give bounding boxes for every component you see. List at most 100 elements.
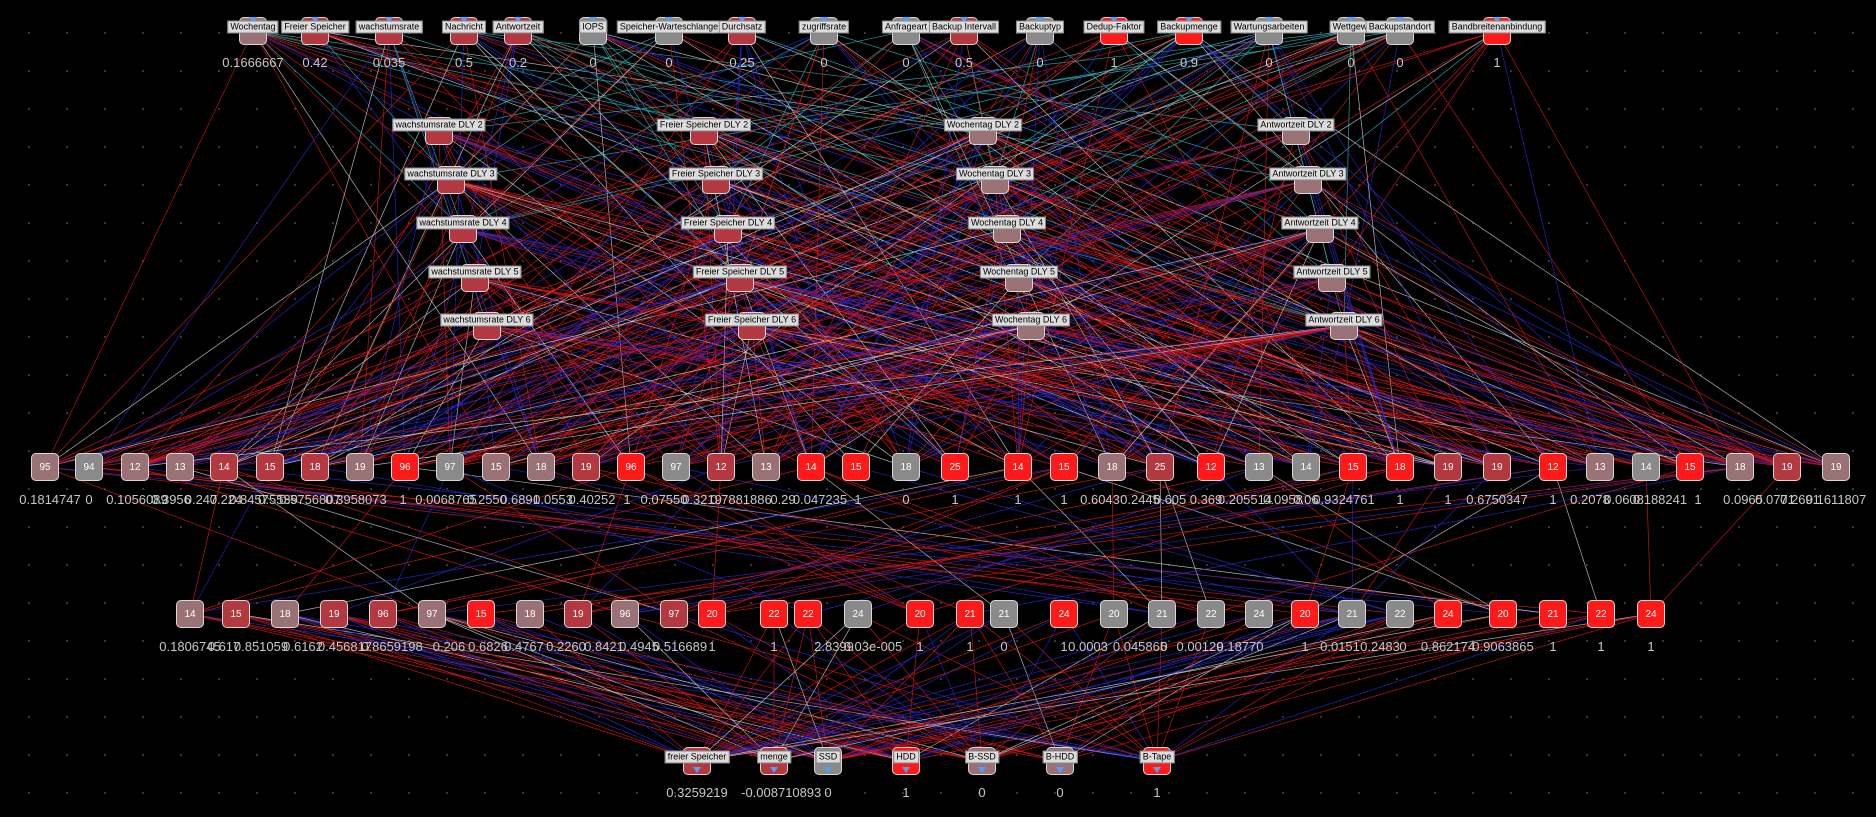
hidden-node-layer2[interactable]: 19 — [564, 600, 592, 628]
connection-edge — [314, 466, 1163, 615]
hidden-node-layer1[interactable]: 97 — [662, 453, 690, 481]
connection-edge — [1331, 277, 1401, 468]
hidden-node-layer1[interactable]: 13 — [752, 453, 780, 481]
hidden-node-layer1[interactable]: 19 — [1773, 453, 1801, 481]
connection-edge — [462, 30, 1352, 230]
hidden-node-layer1[interactable]: 13 — [166, 453, 194, 481]
hidden-node-layer2[interactable]: 96 — [369, 600, 397, 628]
hidden-node-layer1[interactable]: 96 — [617, 453, 645, 481]
hidden-node-value: 1 — [1301, 639, 1309, 654]
hidden-node-layer2[interactable]: 96 — [611, 600, 639, 628]
hidden-node-layer1[interactable]: 15 — [482, 453, 510, 481]
hidden-node-layer1[interactable]: 18 — [1386, 453, 1414, 481]
input-port-icon — [1036, 17, 1044, 23]
connection-edge — [1003, 613, 1158, 762]
connection-edge — [1018, 277, 1837, 468]
hidden-node-layer2[interactable]: 20 — [906, 600, 934, 628]
hidden-node-layer1[interactable]: 25 — [1146, 453, 1174, 481]
connection-edge — [404, 277, 741, 468]
connection-edge — [577, 613, 775, 762]
hidden-node-value: 1 — [951, 492, 959, 507]
hidden-node-layer1[interactable]: 25 — [941, 453, 969, 481]
hidden-node-layer2[interactable]: 97 — [660, 600, 688, 628]
hidden-node-layer2[interactable]: 21 — [1338, 600, 1366, 628]
hidden-node-layer1[interactable]: 15 — [1050, 453, 1078, 481]
hidden-node-layer1[interactable]: 95 — [31, 453, 59, 481]
hidden-node-layer2[interactable]: 22 — [1197, 600, 1225, 628]
connection-edge — [333, 466, 722, 615]
hidden-node-layer2[interactable]: 22 — [1386, 600, 1414, 628]
hidden-node-layer2[interactable]: 15 — [467, 600, 495, 628]
hidden-node-layer1[interactable]: 12 — [707, 453, 735, 481]
hidden-node-layer1[interactable]: 97 — [436, 453, 464, 481]
hidden-node-layer2[interactable]: 21 — [1148, 600, 1176, 628]
hidden-node-layer2[interactable]: 18 — [516, 600, 544, 628]
connection-edge — [1059, 613, 1260, 762]
hidden-node-layer2[interactable]: 21 — [1539, 600, 1567, 628]
hidden-node-layer1[interactable]: 18 — [301, 453, 329, 481]
hidden-node-layer1[interactable]: 14 — [210, 453, 238, 481]
hidden-node-layer2[interactable]: 24 — [1637, 600, 1665, 628]
hidden-node-layer1[interactable]: 13 — [1245, 453, 1273, 481]
hidden-node-layer2[interactable]: 22 — [760, 600, 788, 628]
hidden-node-layer1[interactable]: 15 — [1676, 453, 1704, 481]
hidden-node-layer1[interactable]: 14 — [1632, 453, 1660, 481]
hidden-node-layer1[interactable]: 12 — [1197, 453, 1225, 481]
hidden-node-layer2[interactable]: 24 — [1050, 600, 1078, 628]
hidden-node-layer1[interactable]: 15 — [842, 453, 870, 481]
hidden-node-layer2[interactable]: 20 — [1100, 600, 1128, 628]
hidden-node-layer1[interactable]: 19 — [1434, 453, 1462, 481]
hidden-node-layer1[interactable]: 13 — [1586, 453, 1614, 481]
hidden-node-layer1[interactable]: 15 — [256, 453, 284, 481]
hidden-node-layer1[interactable]: 18 — [1726, 453, 1754, 481]
hidden-node-layer2[interactable]: 22 — [1587, 600, 1615, 628]
hidden-node-layer2[interactable]: 14 — [176, 600, 204, 628]
connection-edge — [624, 466, 1554, 615]
hidden-node-layer2[interactable]: 21 — [990, 600, 1018, 628]
connection-edge — [540, 277, 1020, 468]
connection-edge — [994, 179, 1401, 468]
hidden-node-layer2[interactable]: 97 — [418, 600, 446, 628]
input-node-label: IOPS — [579, 20, 607, 34]
hidden-node-layer2[interactable]: 24 — [844, 600, 872, 628]
hidden-node-layer1[interactable]: 12 — [121, 453, 149, 481]
hidden-node-layer1[interactable]: 18 — [892, 453, 920, 481]
connection-edge — [905, 228, 1321, 468]
hidden-node-layer1[interactable]: 14 — [1004, 453, 1032, 481]
output-port-icon — [693, 767, 701, 773]
hidden-node-layer2[interactable]: 22 — [794, 600, 822, 628]
node-id: 14 — [1300, 461, 1312, 473]
hidden-node-layer1[interactable]: 19 — [1483, 453, 1511, 481]
hidden-node-layer2[interactable]: 24 — [1434, 600, 1462, 628]
connection-edge — [88, 466, 1602, 615]
hidden-node-layer2[interactable]: 24 — [1245, 600, 1273, 628]
connection-edge — [540, 30, 1115, 468]
hidden-node-layer1[interactable]: 12 — [1539, 453, 1567, 481]
hidden-node-layer1[interactable]: 19 — [572, 453, 600, 481]
hidden-node-layer1[interactable]: 14 — [1292, 453, 1320, 481]
hidden-node-layer1[interactable]: 19 — [346, 453, 374, 481]
hidden-node-layer2[interactable]: 20 — [698, 600, 726, 628]
hidden-node-layer2[interactable]: 20 — [1489, 600, 1517, 628]
connection-edge — [954, 30, 1041, 468]
node-id: 22 — [768, 608, 780, 620]
hidden-node-layer2[interactable]: 18 — [271, 600, 299, 628]
hidden-node-layer2[interactable]: 15 — [222, 600, 250, 628]
input-node-value: 0.5 — [954, 55, 974, 70]
hidden-node-layer1[interactable]: 14 — [797, 453, 825, 481]
connection-edge — [696, 613, 775, 762]
hidden-node-layer2[interactable]: 21 — [956, 600, 984, 628]
hidden-node-layer2[interactable]: 19 — [320, 600, 348, 628]
hidden-node-layer1[interactable]: 15 — [1339, 453, 1367, 481]
connection-edge — [333, 613, 698, 762]
hidden-node-layer1[interactable]: 18 — [527, 453, 555, 481]
node-id: 24 — [1253, 608, 1265, 620]
delay-node-label: wachstumsrate DLY 6 — [440, 313, 534, 327]
hidden-node-layer1[interactable]: 18 — [1098, 453, 1126, 481]
hidden-node-layer1[interactable]: 19 — [1822, 453, 1850, 481]
hidden-node-layer1[interactable]: 96 — [391, 453, 419, 481]
hidden-node-layer2[interactable]: 20 — [1291, 600, 1319, 628]
delay-node-label: Antwortzeit DLY 5 — [1293, 265, 1371, 279]
hidden-node-layer1[interactable]: 94 — [75, 453, 103, 481]
